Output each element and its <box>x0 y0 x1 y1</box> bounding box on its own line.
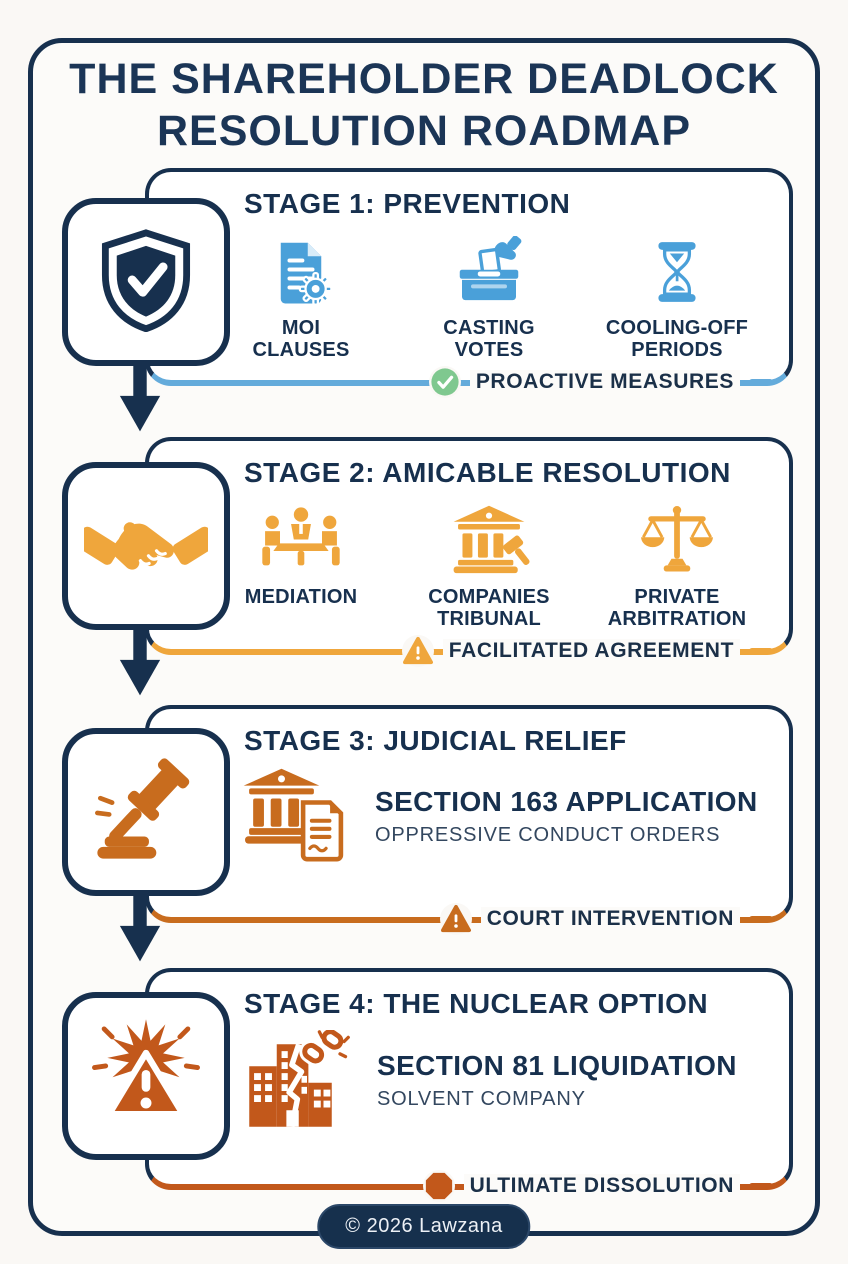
handshake-icon <box>75 504 217 589</box>
stage-1-heading: STAGE 1: PREVENTION <box>244 188 571 219</box>
badge-tail-line <box>749 379 773 385</box>
stage-2-card: STAGE 2: AMICABLE RESOLUTION <box>145 437 793 667</box>
stage-3-side-box <box>62 728 230 896</box>
badge-label: COURT INTERVENTION <box>480 907 740 931</box>
page-title: THE SHAREHOLDER DEADLOCK RESOLUTION ROAD… <box>69 55 779 155</box>
feature-subtitle: SOLVENT COMPANY <box>377 1087 586 1110</box>
item-label: COMPANIES TRIBUNAL <box>428 586 550 631</box>
stage-1-badge: PROACTIVE MEASURES <box>428 363 773 401</box>
badge-tail-line <box>749 1183 773 1189</box>
stage-3-feature: SECTION 163 APPLICATION OPPRESSIVE CONDU… <box>241 767 758 865</box>
item-label: MEDIATION <box>244 586 358 608</box>
list-item: COOLING-OFF PERIODS <box>583 226 771 362</box>
badge-label: PROACTIVE MEASURES <box>469 370 740 394</box>
warning-triangle-icon <box>401 635 434 667</box>
list-item: COMPANIES TRIBUNAL <box>395 495 583 631</box>
courthouse-document-icon <box>241 767 349 865</box>
stage-2-badge: FACILITATED AGREEMENT <box>401 632 773 670</box>
gavel-icon <box>90 754 202 871</box>
item-label: COOLING-OFF PERIODS <box>605 317 749 362</box>
stage-2-items: MEDIATION <box>207 495 771 631</box>
stage-4-heading: STAGE 4: THE NUCLEAR OPTION <box>244 988 709 1019</box>
list-item: PRIVATE ARBITRATION <box>583 495 771 631</box>
warning-triangle-icon <box>439 903 472 935</box>
stage-4-card: STAGE 4: THE NUCLEAR OPTION <box>145 968 793 1202</box>
courthouse-gavel-icon <box>447 495 531 577</box>
stage-3-heading: STAGE 3: JUDICIAL RELIEF <box>244 725 627 756</box>
stage-4-side-box <box>62 992 230 1160</box>
stage-1-card: STAGE 1: PREVENTION <box>145 168 793 398</box>
feature-title: SECTION 163 APPLICATION <box>375 785 758 817</box>
item-label: PRIVATE ARBITRATION <box>607 586 747 631</box>
footer-copyright: © 2026 Lawzana <box>317 1204 531 1249</box>
stage-4-feature: SECTION 81 LIQUIDATION SOLVENT COMPANY <box>241 1026 737 1130</box>
item-label: MOI CLAUSES <box>252 317 350 362</box>
feature-subtitle: OPPRESSIVE CONDUCT ORDERS <box>375 823 721 846</box>
explosion-warning-icon <box>88 1016 204 1137</box>
badge-label: FACILITATED AGREEMENT <box>442 639 740 663</box>
item-label: CASTING VOTES <box>443 317 535 362</box>
stage-2-side-box <box>62 462 230 630</box>
stage-1-items: MOI CLAUSES CASTING <box>207 226 771 362</box>
stage-2-heading: STAGE 2: AMICABLE RESOLUTION <box>244 457 731 488</box>
scales-icon <box>635 495 719 577</box>
octagon-icon <box>422 1170 455 1202</box>
feature-title: SECTION 81 LIQUIDATION <box>377 1049 737 1081</box>
stage-4-feature-text: SECTION 81 LIQUIDATION SOLVENT COMPANY <box>377 1050 737 1111</box>
badge-label: ULTIMATE DISSOLUTION <box>463 1174 740 1198</box>
ballot-box-icon <box>452 226 526 308</box>
document-gear-icon <box>265 226 337 308</box>
list-item: MOI CLAUSES <box>207 226 395 362</box>
check-circle-icon <box>428 366 461 398</box>
hourglass-icon <box>644 226 710 308</box>
stage-3-card: STAGE 3: JUDICIAL RELIEF <box>145 705 793 935</box>
list-item: MEDIATION <box>207 495 395 631</box>
stage-4-badge: ULTIMATE DISSOLUTION <box>422 1167 773 1205</box>
badge-tail-line <box>749 916 773 922</box>
shield-check-icon <box>94 228 198 337</box>
stage-3-feature-text: SECTION 163 APPLICATION OPPRESSIVE CONDU… <box>375 786 758 847</box>
list-item: CASTING VOTES <box>395 226 583 362</box>
building-broken-chain-icon <box>241 1026 351 1130</box>
stage-1-side-box <box>62 198 230 366</box>
mediation-table-icon <box>259 495 343 577</box>
stage-3-badge: COURT INTERVENTION <box>439 900 773 938</box>
badge-tail-line <box>749 648 773 654</box>
